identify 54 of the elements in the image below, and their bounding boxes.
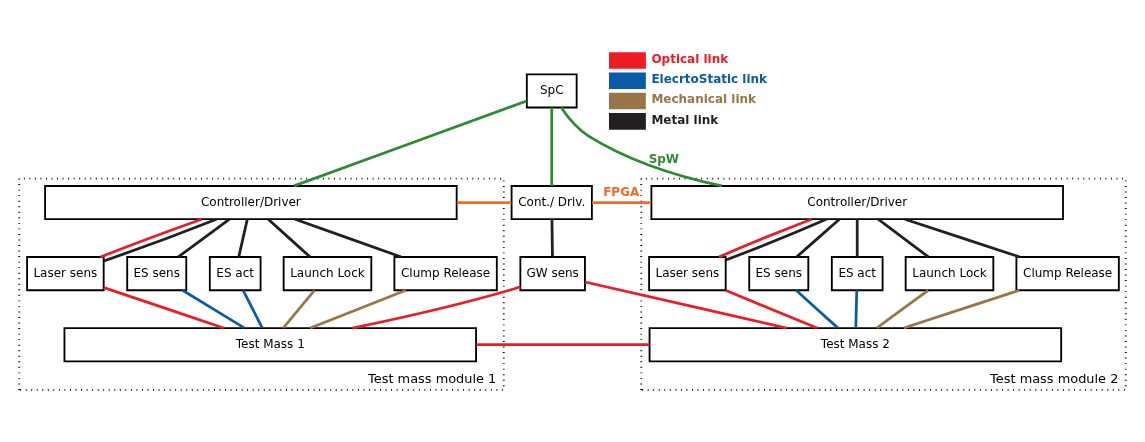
- node-box: Clump Release: [1015, 255, 1120, 291]
- connector: [456, 200, 512, 204]
- connector: [293, 99, 528, 187]
- connector: [241, 289, 264, 329]
- connector: [294, 217, 402, 258]
- node-box: Laser sens: [26, 255, 105, 291]
- connector: [855, 218, 859, 257]
- node-box: SpC: [525, 72, 578, 108]
- connector: [550, 218, 554, 257]
- connector: [725, 288, 818, 329]
- connector: [476, 342, 650, 346]
- connector: [854, 289, 859, 328]
- node-box: GW sens: [519, 255, 586, 291]
- node-box: Laser sens: [648, 255, 727, 291]
- node-box: ES act: [830, 255, 884, 291]
- connector: [100, 217, 203, 258]
- connector: [181, 288, 245, 329]
- node-box: Test Mass 1: [63, 326, 477, 362]
- node-box: Clump Release: [393, 255, 498, 291]
- connector: [795, 217, 841, 258]
- connector: [592, 200, 652, 204]
- node-box: Controller/Driver: [44, 184, 458, 220]
- connector: [584, 280, 787, 329]
- connector: [267, 217, 311, 258]
- node-box: Test Mass 2: [648, 326, 1063, 362]
- node-box: Controller/Driver: [650, 184, 1064, 220]
- legend-label: Mechanical link: [651, 91, 757, 106]
- connector: [282, 288, 316, 329]
- connector: [718, 217, 813, 258]
- legend-label: ElecrtoStatic link: [651, 71, 768, 86]
- connector: [550, 107, 554, 186]
- connector: [904, 217, 1021, 258]
- edge-label: FPGA: [603, 184, 640, 199]
- node-box: ES sens: [748, 255, 810, 291]
- connector: [795, 288, 839, 329]
- connector: [177, 217, 231, 258]
- legend-label: Optical link: [651, 51, 729, 66]
- connector: [103, 217, 217, 262]
- edge-label: SpW: [648, 151, 680, 166]
- connector: [903, 288, 1020, 329]
- connector: [309, 288, 407, 329]
- connector: [876, 288, 929, 329]
- connector: [877, 217, 930, 258]
- legend-label: Metal link: [651, 112, 719, 127]
- node-box: ES sens: [126, 255, 188, 291]
- node-box: Launch Lock: [904, 255, 995, 291]
- node-box: Launch Lock: [282, 255, 373, 291]
- connector: [103, 285, 225, 329]
- node-box: ES act: [208, 255, 262, 291]
- connector: [725, 217, 827, 261]
- connector: [560, 106, 723, 187]
- node-box: Cont./ Driv.: [510, 184, 593, 220]
- connector: [352, 284, 521, 329]
- connector: [237, 218, 249, 257]
